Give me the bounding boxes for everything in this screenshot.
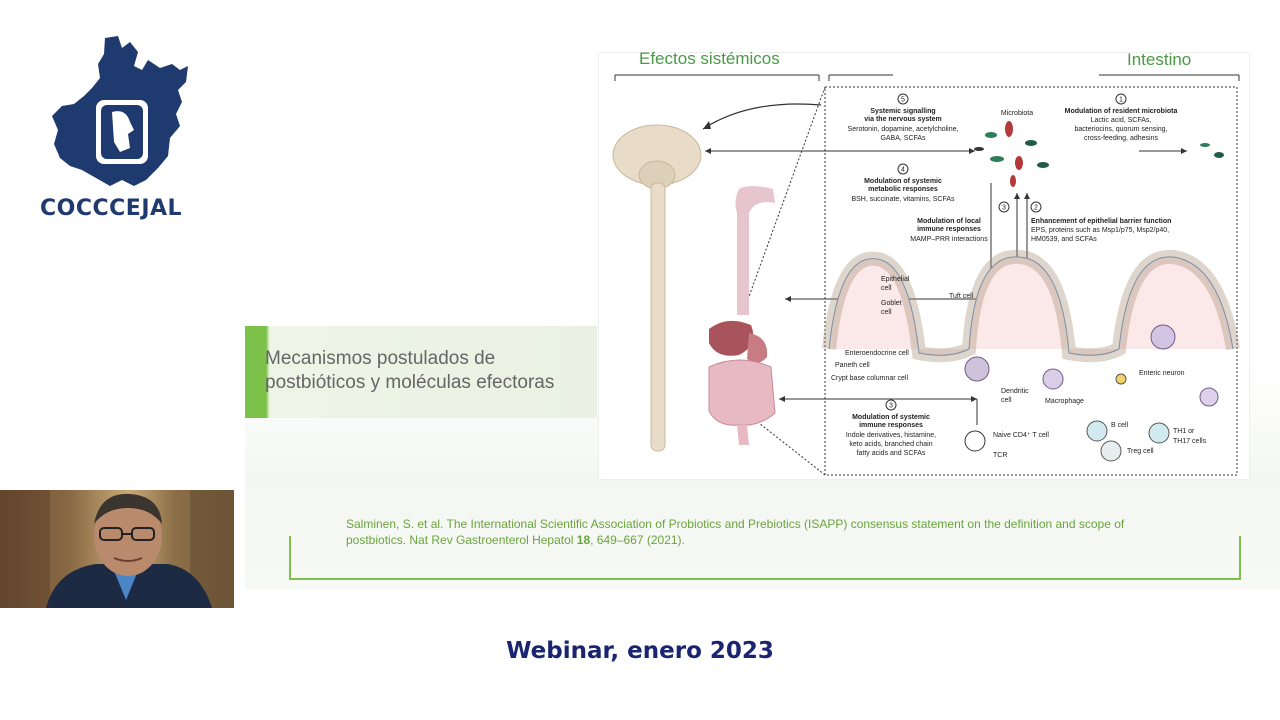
label-dendritic1: Dendritic — [1001, 388, 1029, 395]
label-eps: EPS, proteins such as Msp1/p75, Msp2/p40… — [1031, 227, 1169, 234]
label-n3a: 3 — [1002, 205, 1006, 212]
label-metabolic: metabolic responses — [868, 186, 938, 193]
label-goblet2: cell — [881, 309, 892, 316]
slide-title-line2: postbióticos y moléculas efectoras — [265, 372, 555, 393]
label-enhancement: Enhancement of epithelial barrier functi… — [1031, 218, 1171, 225]
label-hm: HM0539, and SCFAs — [1031, 236, 1097, 243]
postbiotics-figure: 5 4 1 3 2 3 Systemic signalling via the … — [598, 52, 1250, 480]
label-mamp: MAMP–PRR interactions — [910, 236, 988, 243]
label-microbiota: Microbiota — [1001, 110, 1033, 117]
label-n4: 4 — [901, 167, 905, 174]
label-mod-local: Modulation of local — [917, 218, 981, 225]
label-via-nervous: via the nervous system — [864, 116, 941, 123]
label-mod-resident: Modulation of resident microbiota — [1065, 108, 1178, 115]
label-immune-resp2: immune responses — [859, 422, 923, 429]
webcam-feed — [0, 490, 234, 608]
label-lactic: Lactic acid, SCFAs, — [1091, 117, 1152, 124]
label-n2: 2 — [1034, 205, 1038, 212]
label-macrophage: Macrophage — [1045, 398, 1084, 405]
label-keto: keto acids, branched chain — [849, 441, 932, 448]
label-enteroendocrine: Enteroendocrine cell — [845, 350, 909, 357]
label-th17: TH17 cells — [1173, 438, 1207, 445]
label-epithelial2: cell — [881, 285, 892, 292]
label-fatty: fatty acids and SCFAs — [857, 450, 926, 457]
label-immune-resp: immune responses — [917, 226, 981, 233]
jalisco-map-logo-icon — [52, 36, 188, 186]
label-tcr: TCR — [993, 452, 1007, 459]
citation-text2: postbiotics. Nat Rev Gastroenterol Hepat… — [346, 533, 577, 547]
label-serotonin: Serotonin, dopamine, acetylcholine, — [848, 126, 959, 133]
figure-title-left: Efectos sistémicos — [639, 49, 780, 68]
figure-title-right: Intestino — [1127, 50, 1192, 69]
logo-text: COCCCEJAL — [40, 196, 183, 221]
citation-bracket — [289, 536, 1241, 580]
label-n5: 5 — [901, 97, 905, 104]
citation-text3: , 649–667 (2021). — [590, 533, 685, 547]
label-th: TH1 or — [1173, 428, 1195, 435]
label-dendritic2: cell — [1001, 397, 1012, 404]
slide-banner — [245, 326, 597, 418]
presenter-video-icon — [0, 490, 234, 608]
label-epithelial1: Epithelial — [881, 276, 910, 283]
label-naive: Naive CD4⁺ T cell — [993, 432, 1049, 439]
citation: Salminen, S. et al. The International Sc… — [346, 516, 1206, 548]
label-systemic-signalling: Systemic signalling — [870, 108, 935, 115]
label-crypt: Crypt base columnar cell — [831, 375, 908, 382]
label-bcell: B cell — [1111, 422, 1129, 429]
label-paneth: Paneth cell — [835, 362, 870, 369]
label-crossfeeding: cross-feeding, adhesins — [1084, 135, 1158, 142]
label-n1: 1 — [1119, 97, 1123, 104]
label-treg: Treg cell — [1127, 448, 1154, 455]
microbiota-icon — [974, 121, 1224, 187]
label-enteric: Enteric neuron — [1139, 370, 1185, 377]
label-indole: Indole derivatives, histamine, — [846, 432, 936, 439]
label-tuft: Tuft cell — [949, 293, 974, 300]
label-bsh: BSH, succinate, vitamins, SCFAs — [851, 196, 955, 203]
label-gaba: GABA, SCFAs — [880, 135, 926, 142]
logo — [30, 30, 220, 230]
label-modulation-systemic: Modulation of systemic — [864, 178, 942, 185]
slide-title: Mecanismos postulados de postbióticos y … — [265, 347, 554, 395]
label-mod-systemic-imm: Modulation of systemic — [852, 414, 930, 421]
figure-diagram: 5 4 1 3 2 3 Systemic signalling via the … — [612, 74, 1240, 476]
citation-text1: Salminen, S. et al. The International Sc… — [346, 517, 1125, 531]
footer-title: Webinar, enero 2023 — [506, 638, 774, 664]
slide-title-line1: Mecanismos postulados de — [265, 348, 496, 369]
citation-volume: 18 — [576, 533, 591, 547]
label-n3b: 3 — [889, 403, 893, 410]
label-bacteriocins: bacteriocins, quorum sensing, — [1075, 126, 1168, 133]
label-goblet1: Goblet — [881, 300, 902, 307]
